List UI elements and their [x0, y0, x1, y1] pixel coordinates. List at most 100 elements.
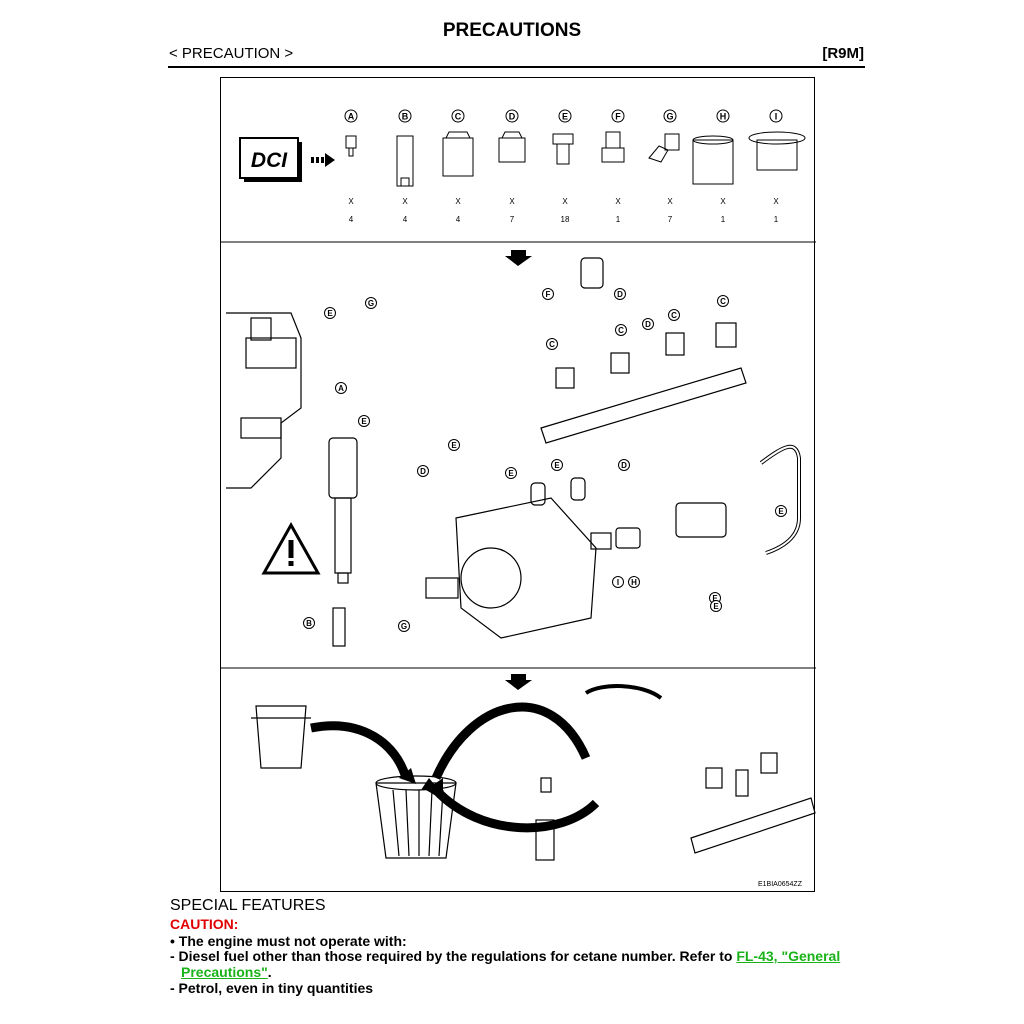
bottom-right-sketch — [535, 684, 816, 861]
callout-marker — [612, 576, 624, 588]
part-multiplier: X — [348, 197, 354, 206]
bullet-diesel-cont: Precautions". — [181, 964, 272, 980]
dci-logo: DCI — [239, 137, 335, 182]
callout-letter: A — [338, 384, 344, 393]
callout-letter: D — [621, 461, 627, 470]
bullet-petrol: - Petrol, even in tiny quantities — [170, 980, 374, 996]
part-marker-i — [769, 109, 783, 123]
callout-marker — [505, 467, 517, 479]
callout-letter: E — [554, 461, 560, 470]
callout-marker — [642, 318, 654, 330]
part-multiplier: X — [615, 197, 621, 206]
callout-letter: D — [420, 467, 426, 476]
callout-marker — [615, 324, 627, 336]
page-title: PRECAUTIONS — [442, 20, 582, 41]
callout-letter: E — [361, 417, 367, 426]
callout-letter: E — [778, 507, 784, 516]
part-marker-g — [663, 109, 677, 123]
callout-marker — [668, 309, 680, 321]
callout-marker — [398, 620, 410, 632]
bullet-diesel-fuel: - Diesel fuel other than those required … — [170, 948, 840, 964]
callout-marker — [358, 415, 370, 427]
engine-sketch — [226, 312, 302, 489]
dci-text: DCI — [251, 149, 288, 172]
callout-letter: F — [546, 290, 551, 299]
callout-marker — [365, 297, 377, 309]
part-letter: A — [348, 112, 355, 122]
fl-43-link[interactable]: FL-43, "General — [736, 948, 841, 964]
part-marker-f — [611, 109, 625, 123]
part-quantity: 4 — [349, 215, 354, 224]
part-quantity: 1 — [774, 215, 779, 224]
callout-marker — [618, 459, 630, 471]
part-quantity: 1 — [616, 215, 621, 224]
model-code: [R9M] — [822, 45, 864, 62]
callout-letter: I — [617, 578, 619, 587]
bullet-engine-must-not: • The engine must not operate with: — [170, 933, 407, 949]
callout-marker — [324, 307, 336, 319]
section-label: < PRECAUTION > — [169, 45, 294, 62]
part-sketches — [345, 131, 806, 187]
down-arrow-1 — [505, 250, 532, 266]
callout-marker — [448, 439, 460, 451]
callout-letter: E — [451, 441, 457, 450]
warning-icon — [261, 521, 321, 575]
part-quantity: 7 — [510, 215, 515, 224]
callout-letter: G — [401, 622, 407, 631]
callout-marker — [614, 288, 626, 300]
part-letter: E — [562, 112, 568, 122]
injector-sketch — [328, 437, 358, 647]
part-letter: G — [666, 112, 673, 122]
header-rule — [168, 66, 865, 68]
callout-marker — [717, 295, 729, 307]
hp-pump-sketch — [425, 477, 597, 639]
part-multiplier: X — [667, 197, 673, 206]
callout-marker — [546, 338, 558, 350]
callout-marker — [335, 382, 347, 394]
callout-letter: G — [368, 299, 374, 308]
part-marker-a — [344, 109, 358, 123]
part-marker-b — [398, 109, 412, 123]
callout-letter: E — [508, 469, 514, 478]
callout-letter: C — [671, 311, 677, 320]
callout-letter: C — [618, 326, 624, 335]
fuel-rail-sketch — [540, 257, 747, 444]
figure-id: E1BIA0654ZZ — [758, 881, 803, 888]
part-letter: H — [720, 112, 727, 122]
part-quantity: 4 — [403, 215, 408, 224]
part-letter: C — [455, 112, 462, 122]
cage-sketch — [251, 705, 311, 769]
regulator-sketch — [590, 502, 727, 550]
callout-letter: D — [617, 290, 623, 299]
part-marker-c — [451, 109, 465, 123]
part-marker-e — [558, 109, 572, 123]
part-quantity: 1 — [721, 215, 726, 224]
part-multiplier: X — [509, 197, 515, 206]
part-multiplier: X — [720, 197, 726, 206]
part-marker-d — [505, 109, 519, 123]
part-letter: D — [509, 112, 516, 122]
part-letter: B — [402, 112, 409, 122]
callout-marker — [551, 459, 563, 471]
callout-marker — [417, 465, 429, 477]
callout-letter: E — [712, 594, 718, 603]
part-quantity: 4 — [456, 215, 461, 224]
callout-letter: H — [631, 578, 637, 587]
part-quantity: 18 — [561, 215, 570, 224]
part-multiplier: X — [455, 197, 461, 206]
bullet-diesel-text: - Diesel fuel other than those required … — [170, 948, 737, 964]
bin-sketch — [375, 775, 457, 859]
callout-letter: C — [549, 340, 555, 349]
part-letter: I — [775, 112, 778, 122]
part-multiplier: X — [773, 197, 779, 206]
callout-letter: E — [713, 602, 719, 611]
callout-letter: E — [327, 309, 333, 318]
general-precautions-link[interactable]: Precautions" — [181, 964, 268, 980]
callout-marker — [303, 617, 315, 629]
return-arrows — [310, 702, 600, 833]
callout-marker — [628, 576, 640, 588]
callout-letter: D — [645, 320, 651, 329]
